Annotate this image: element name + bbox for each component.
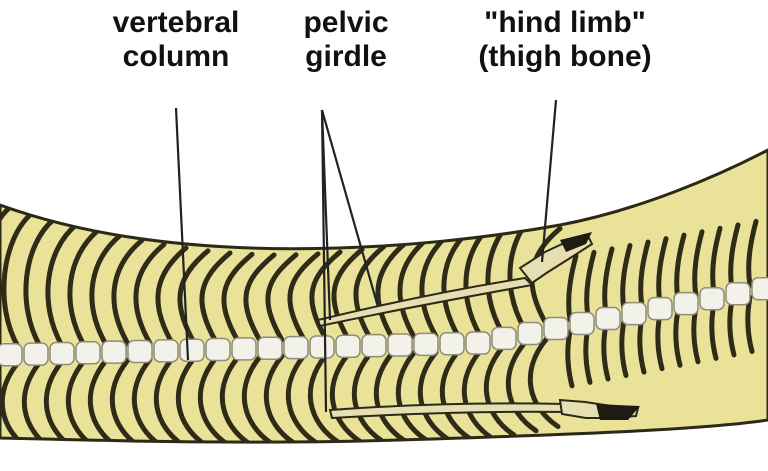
vertebra	[466, 332, 490, 354]
vertebra	[492, 327, 516, 349]
vertebra	[544, 317, 568, 339]
vertebra	[726, 283, 750, 305]
vertebra	[622, 303, 646, 325]
vertebra	[674, 293, 698, 315]
vertebra	[310, 336, 334, 358]
vertebra	[232, 338, 256, 360]
vertebra	[336, 335, 360, 357]
vertebra	[0, 344, 22, 366]
vertebra	[700, 288, 724, 310]
vertebra	[752, 278, 768, 300]
vertebra	[50, 342, 74, 364]
vertebra	[76, 342, 100, 364]
vertebra	[518, 322, 542, 344]
vertebra	[128, 341, 152, 363]
vertebra	[570, 313, 594, 335]
vertebra	[414, 333, 438, 355]
vertebra	[180, 339, 204, 361]
vertebra	[258, 337, 282, 359]
vertebra	[206, 339, 230, 361]
vertebra	[596, 308, 620, 330]
vertebra	[362, 335, 386, 357]
vertebra	[284, 337, 308, 359]
vertebra	[24, 343, 48, 365]
vertebra	[154, 340, 178, 362]
vertebra	[102, 341, 126, 363]
vertebra	[648, 298, 672, 320]
vertebra	[440, 333, 464, 355]
vertebra	[388, 334, 412, 356]
